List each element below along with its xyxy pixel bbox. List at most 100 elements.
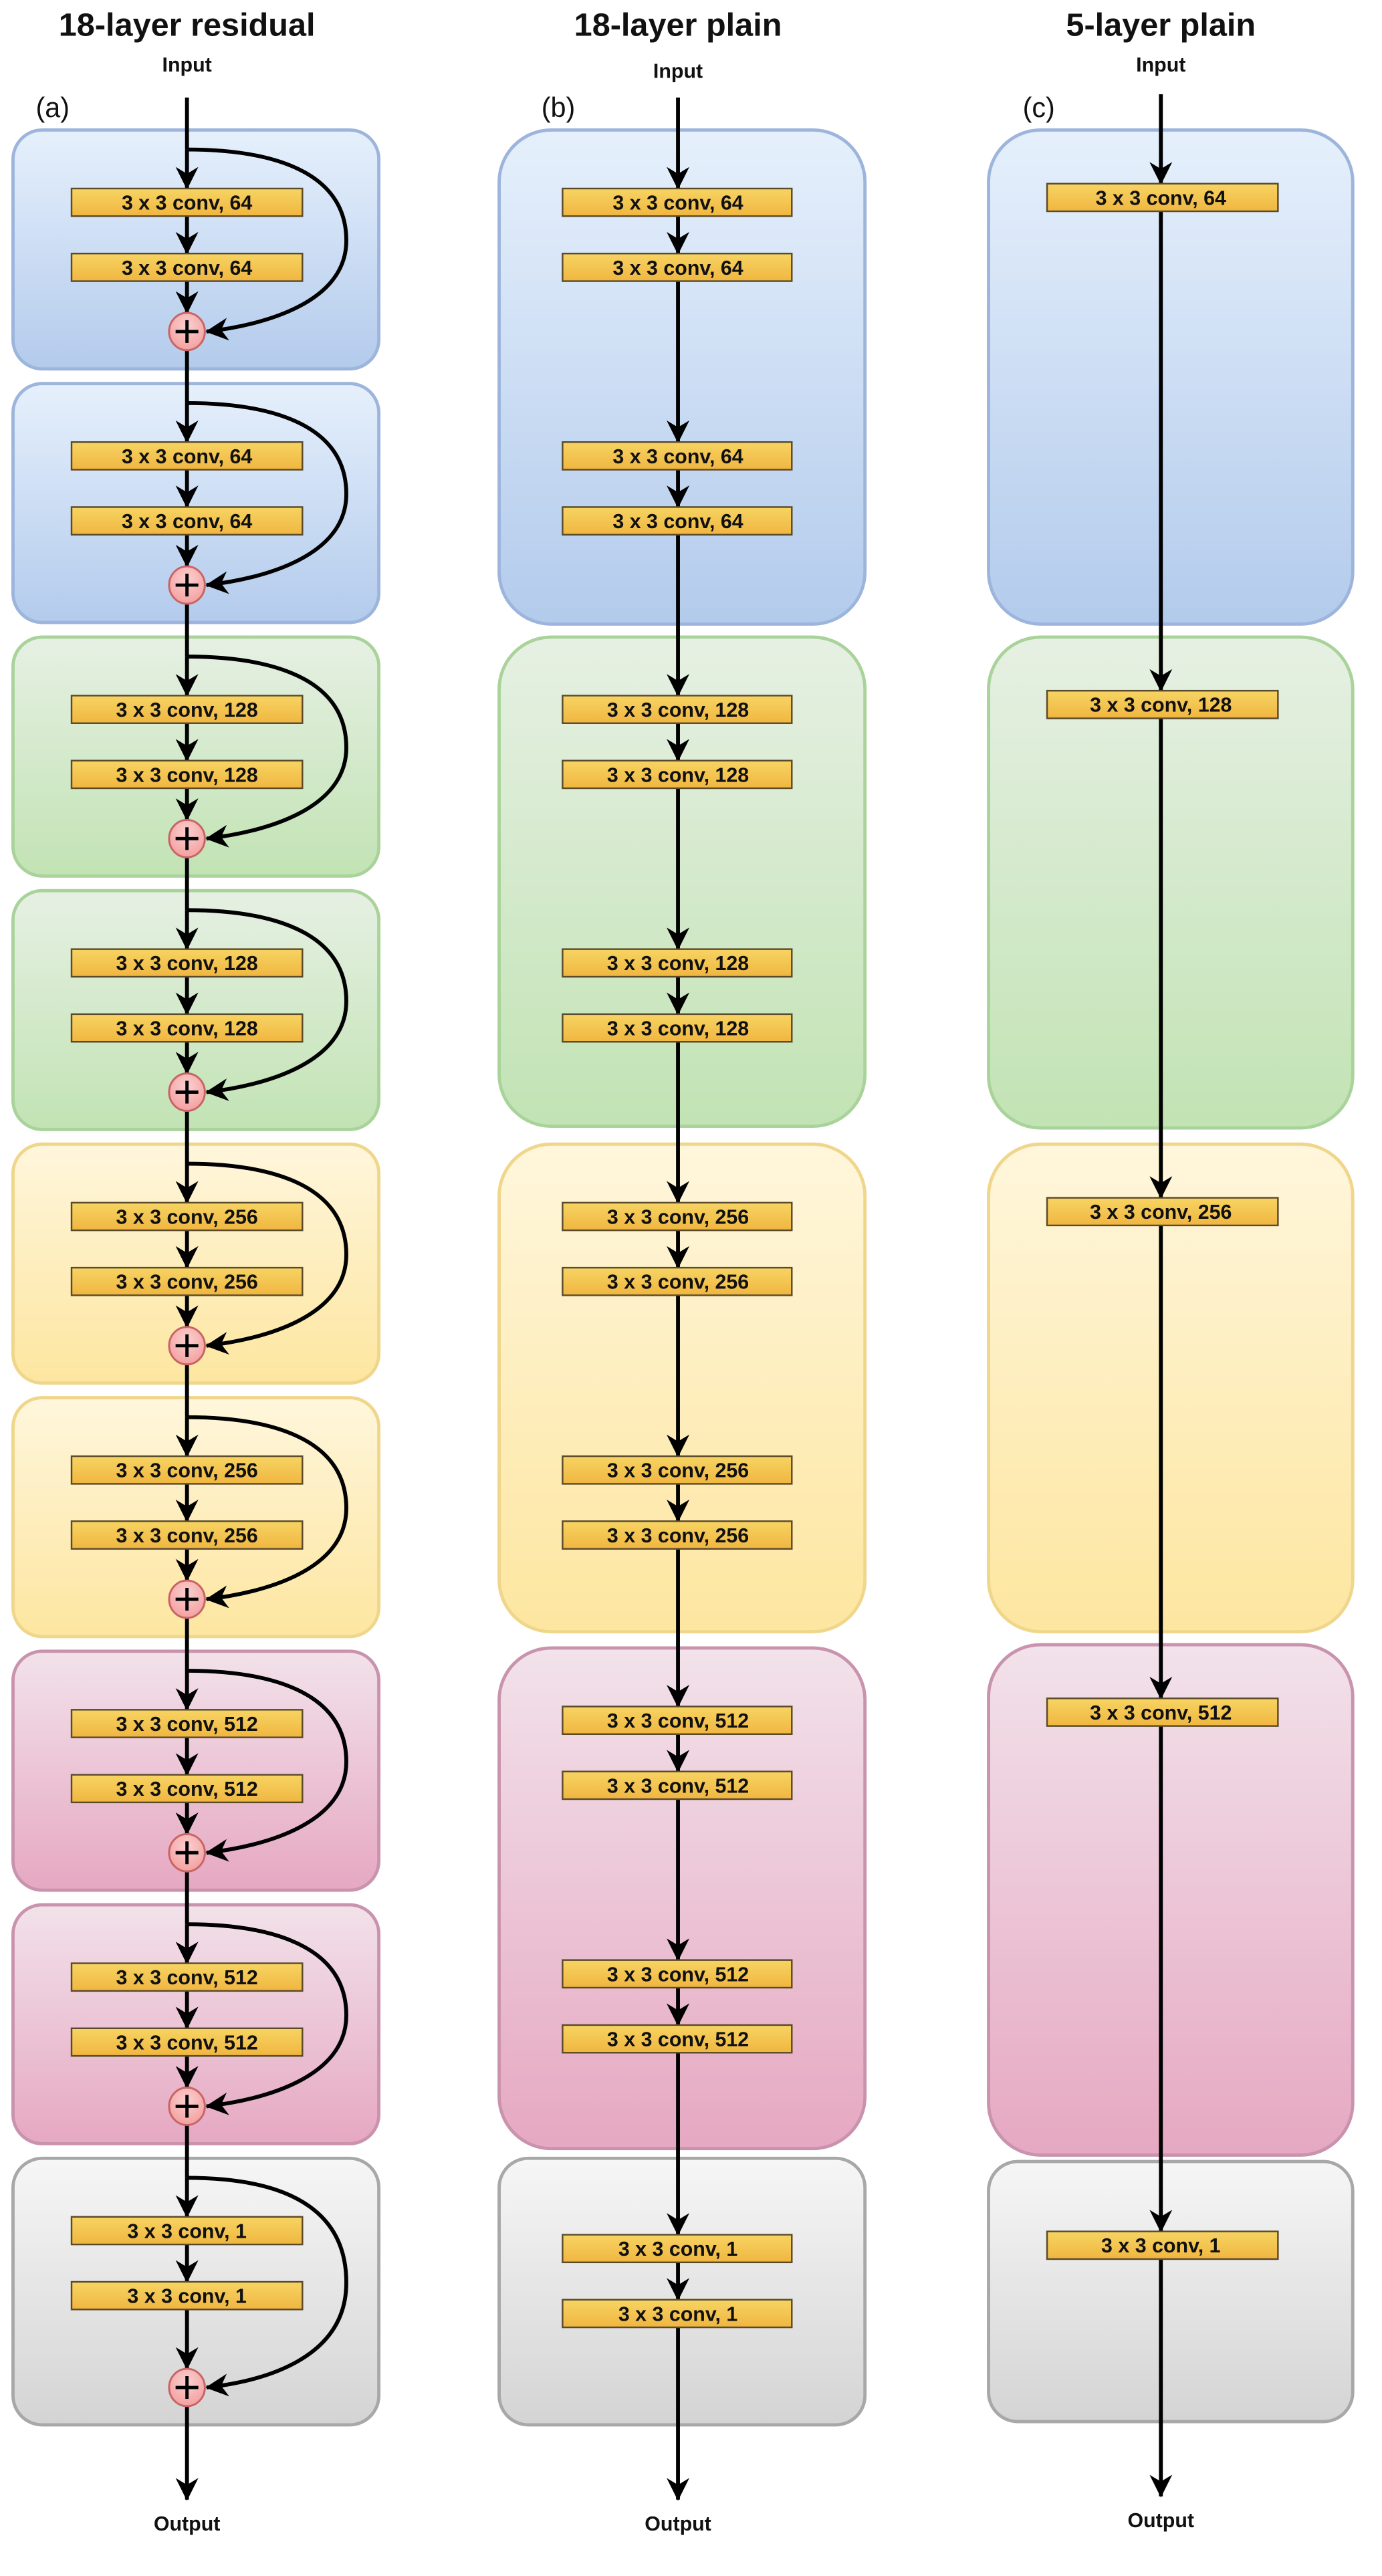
layer-group-c-2	[987, 635, 1355, 1130]
add-node-icon	[168, 2367, 206, 2408]
conv-block-label: 3 x 3 conv, 64	[122, 192, 252, 215]
conv-block-rect	[70, 695, 304, 724]
output-label-c: Output	[1128, 2509, 1195, 2532]
conv-block-rect	[562, 441, 793, 471]
conv-block-label: 3 x 3 conv, 128	[607, 952, 749, 975]
conv-block-label: 3 x 3 conv, 512	[607, 1774, 749, 1797]
add-node-icon	[168, 312, 206, 352]
conv-block: 3 x 3 conv, 128	[70, 1013, 304, 1043]
conv-block-label: 3 x 3 conv, 1	[1101, 2234, 1221, 2257]
conv-block-label: 3 x 3 conv, 1	[127, 2220, 247, 2242]
conv-block-rect	[70, 1774, 304, 1804]
layer-group-c-3	[987, 1142, 1355, 1634]
conv-block-rect	[562, 2024, 793, 2054]
conv-block-rect	[70, 253, 304, 282]
conv-block-label: 3 x 3 conv, 256	[116, 1524, 258, 1547]
conv-block-rect	[562, 948, 793, 978]
conv-block-label: 3 x 3 conv, 512	[116, 1966, 258, 1989]
skip-connection-arrow	[187, 147, 348, 341]
conv-block-rect	[70, 1201, 304, 1232]
panel-label-b: (b)	[542, 92, 576, 123]
conv-block-label: 3 x 3 conv, 128	[607, 1017, 749, 1040]
conv-block-label: 3 x 3 conv, 512	[116, 1713, 258, 1736]
add-node-icon	[168, 1072, 206, 1112]
add-node-icon	[168, 565, 206, 605]
conv-block-rect	[562, 2234, 793, 2264]
conv-block: 3 x 3 conv, 64	[562, 253, 793, 282]
conv-block: 3 x 3 conv, 256	[70, 1455, 304, 1485]
conv-block: 3 x 3 conv, 256	[562, 1201, 793, 1232]
conv-block-rect	[1046, 1697, 1279, 1727]
layer-group-c-4	[987, 1643, 1355, 2157]
conv-block-label: 3 x 3 conv, 512	[607, 1710, 749, 1732]
panel-label-a: (a)	[35, 92, 70, 123]
conv-block: 3 x 3 conv, 256	[562, 1266, 793, 1296]
conv-block-rect	[70, 1520, 304, 1550]
conv-block-label: 3 x 3 conv, 128	[116, 764, 258, 786]
conv-block-label: 3 x 3 conv, 256	[116, 1271, 258, 1294]
conv-block: 3 x 3 conv, 1	[70, 2280, 304, 2311]
conv-block: 3 x 3 conv, 512	[70, 1709, 304, 1738]
conv-block-rect	[562, 1706, 793, 1736]
input-label-c: Input	[1136, 53, 1185, 76]
conv-block-label: 3 x 3 conv, 256	[607, 1271, 749, 1294]
layer-group-c-5	[987, 2159, 1355, 2424]
conv-block: 3 x 3 conv, 64	[70, 253, 304, 282]
conv-block-label: 3 x 3 conv, 256	[116, 1459, 258, 1482]
conv-block-rect	[70, 1013, 304, 1043]
conv-block-rect	[1046, 1197, 1279, 1227]
conv-block-label: 3 x 3 conv, 64	[122, 445, 252, 468]
conv-block: 3 x 3 conv, 1	[1046, 2230, 1279, 2260]
conv-block-label: 3 x 3 conv, 512	[116, 1778, 258, 1800]
conv-block-label: 3 x 3 conv, 1	[618, 2238, 738, 2260]
conv-block-label: 3 x 3 conv, 128	[607, 699, 749, 721]
conv-block: 3 x 3 conv, 512	[1046, 1697, 1279, 1727]
conv-block: 3 x 3 conv, 512	[562, 2024, 793, 2054]
skip-connection-arrow	[187, 400, 348, 594]
conv-block-label: 3 x 3 conv, 128	[116, 1017, 258, 1040]
conv-block-rect	[70, 1962, 304, 1992]
conv-block: 3 x 3 conv, 128	[562, 1013, 793, 1043]
skip-connection-arrow	[187, 1415, 348, 1609]
conv-block-label: 3 x 3 conv, 256	[607, 1205, 749, 1228]
layer-group-b-3	[497, 1142, 867, 1634]
conv-block: 3 x 3 conv, 64	[70, 187, 304, 217]
output-label-b: Output	[645, 2512, 711, 2535]
conv-block: 3 x 3 conv, 128	[70, 695, 304, 724]
skip-connection-arrow	[187, 1922, 348, 2115]
conv-block: 3 x 3 conv, 512	[562, 1770, 793, 1800]
skip-connection-arrow	[187, 908, 348, 1101]
conv-block: 3 x 3 conv, 64	[70, 506, 304, 536]
add-node-icon	[168, 1326, 206, 1366]
add-node-icon	[168, 818, 206, 858]
conv-block-label: 3 x 3 conv, 128	[1090, 694, 1232, 717]
skip-connection-arrow	[187, 655, 348, 848]
conv-block: 3 x 3 conv, 64	[562, 506, 793, 536]
conv-block-rect	[70, 1455, 304, 1485]
conv-block: 3 x 3 conv, 1	[562, 2234, 793, 2264]
conv-block-rect	[1046, 183, 1279, 213]
conv-block-rect	[562, 253, 793, 282]
conv-block: 3 x 3 conv, 256	[1046, 1197, 1279, 1227]
conv-block: 3 x 3 conv, 256	[70, 1520, 304, 1550]
skip-connection-arrow	[187, 2176, 348, 2397]
conv-block-rect	[562, 1959, 793, 1989]
conv-block: 3 x 3 conv, 512	[562, 1706, 793, 1736]
conv-block-label: 3 x 3 conv, 128	[607, 764, 749, 786]
conv-block-label: 3 x 3 conv, 64	[612, 192, 743, 215]
conv-block-rect	[562, 2299, 793, 2329]
conv-block-label: 3 x 3 conv, 512	[607, 2028, 749, 2051]
conv-block: 3 x 3 conv, 256	[70, 1201, 304, 1232]
conv-block-label: 3 x 3 conv, 64	[612, 257, 743, 279]
conv-block: 3 x 3 conv, 1	[70, 2216, 304, 2246]
conv-block-rect	[562, 1266, 793, 1296]
conv-block-rect	[70, 759, 304, 790]
conv-block-label: 3 x 3 conv, 64	[612, 510, 743, 533]
conv-block-rect	[562, 1770, 793, 1800]
conv-block-rect	[1046, 2230, 1279, 2260]
conv-block-rect	[562, 187, 793, 217]
conv-block: 3 x 3 conv, 512	[562, 1959, 793, 1989]
conv-block: 3 x 3 conv, 512	[70, 2027, 304, 2057]
